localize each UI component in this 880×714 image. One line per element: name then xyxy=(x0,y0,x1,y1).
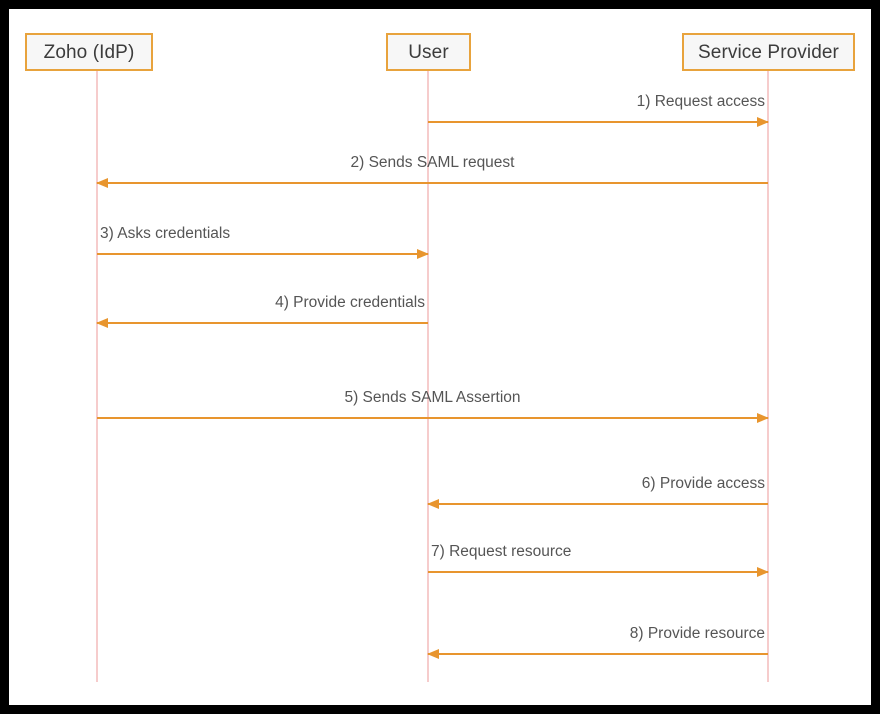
arrowhead-right-icon xyxy=(757,117,769,127)
message-line-5 xyxy=(97,417,768,419)
participant-label-sp: Service Provider xyxy=(698,41,839,63)
sequence-diagram-canvas: Zoho (IdP) User Service Provider 1) Reques… xyxy=(9,9,871,705)
arrowhead-right-icon xyxy=(757,567,769,577)
message-line-3 xyxy=(97,253,428,255)
lifeline-user xyxy=(427,70,429,682)
participant-box-idp[interactable]: Zoho (IdP) xyxy=(25,33,153,71)
message-label-4: 4) Provide credentials xyxy=(275,294,425,312)
message-line-1 xyxy=(428,121,768,123)
message-label-6: 6) Provide access xyxy=(641,475,765,493)
message-line-8 xyxy=(428,653,768,655)
message-line-6 xyxy=(428,503,768,505)
message-label-7: 7) Request resource xyxy=(431,543,572,561)
message-label-3: 3) Asks credentials xyxy=(100,225,231,243)
arrowhead-right-icon xyxy=(417,249,429,259)
arrowhead-right-icon xyxy=(757,413,769,423)
arrowhead-left-icon xyxy=(427,649,439,659)
participant-box-user[interactable]: User xyxy=(386,33,471,71)
message-line-4 xyxy=(97,322,428,324)
message-label-5: 5) Sends SAML Assertion xyxy=(344,389,521,407)
message-line-7 xyxy=(428,571,768,573)
participant-box-sp[interactable]: Service Provider xyxy=(682,33,855,71)
lifeline-sp xyxy=(767,70,769,682)
participant-label-idp: Zoho (IdP) xyxy=(43,41,135,63)
message-label-2: 2) Sends SAML request xyxy=(350,154,515,172)
lifeline-idp xyxy=(96,70,98,682)
arrowhead-left-icon xyxy=(96,178,108,188)
message-label-8: 8) Provide resource xyxy=(629,625,765,643)
participant-label-user: User xyxy=(408,41,449,63)
message-label-1: 1) Request access xyxy=(636,93,765,111)
arrowhead-left-icon xyxy=(427,499,439,509)
message-line-2 xyxy=(97,182,768,184)
arrowhead-left-icon xyxy=(96,318,108,328)
